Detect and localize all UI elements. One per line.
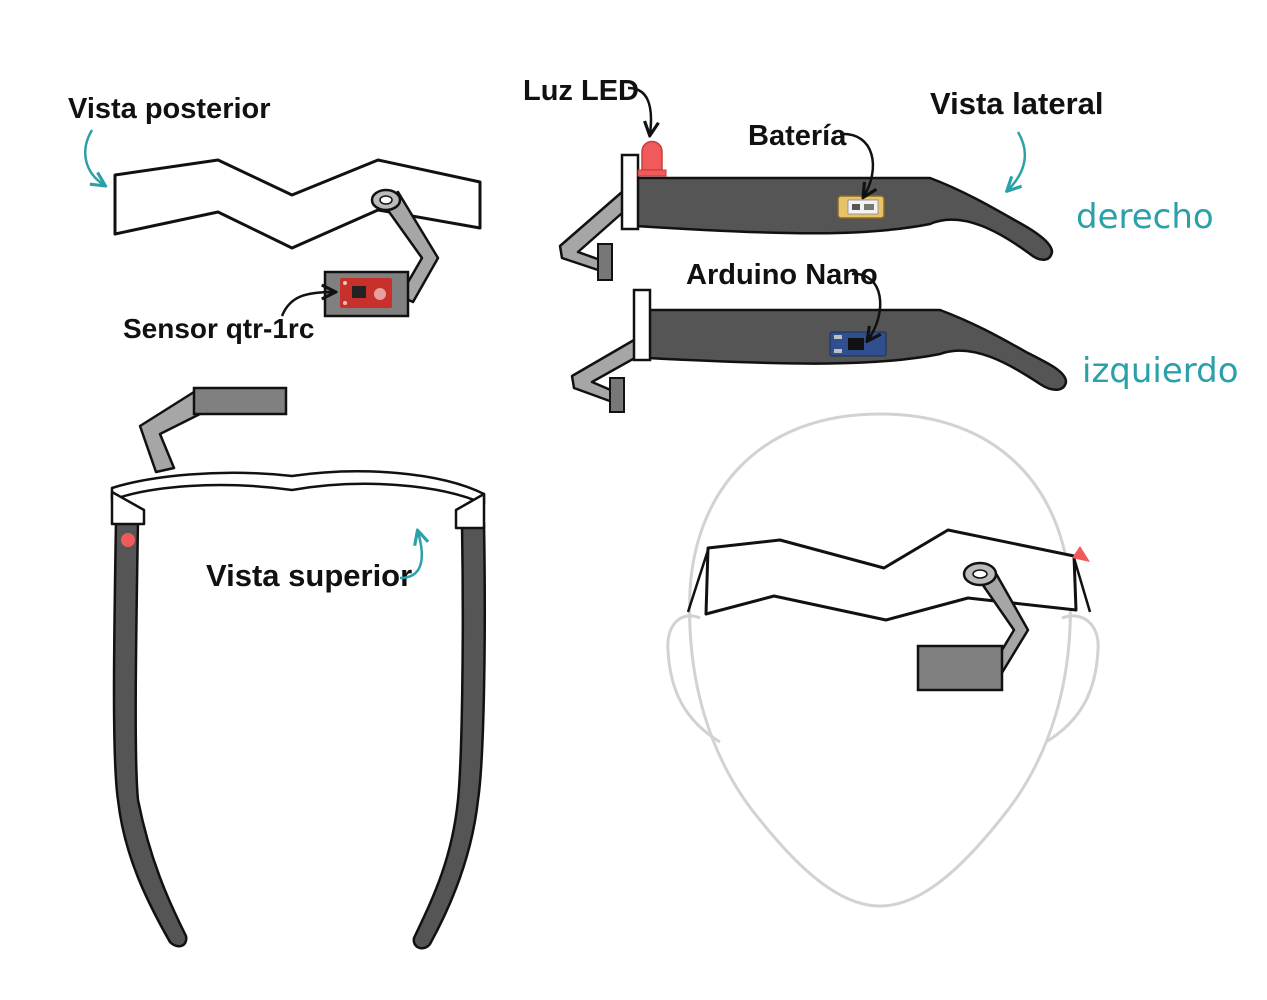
led-icon: [642, 142, 662, 171]
right-hinge: [622, 155, 638, 229]
left-hinge: [634, 290, 650, 360]
side-view-pointer: [1008, 132, 1025, 190]
head-outline: [690, 414, 1071, 906]
arduino-label: Arduino Nano: [686, 259, 878, 291]
top-left-temple: [114, 520, 186, 946]
left-nose-arm: [572, 340, 642, 404]
rear-view-label: Vista posterior: [68, 93, 271, 125]
right-nose-pad: [598, 244, 612, 280]
side-view-left: [572, 290, 1066, 412]
rear-view-pointer: [85, 130, 104, 185]
top-frame: [112, 471, 484, 504]
right-label: derecho: [1076, 197, 1214, 237]
right-temple: [636, 178, 1052, 260]
sensor-label: Sensor qtr-1rc: [123, 313, 314, 344]
top-led-dot: [121, 533, 135, 547]
head-sensor-box: [918, 646, 1002, 690]
battery-label: Batería: [748, 120, 847, 152]
side-view-label: Vista lateral: [930, 86, 1103, 121]
top-sensor-box: [194, 388, 286, 414]
top-view-glasses: [112, 388, 485, 948]
left-nose-pad: [610, 378, 624, 412]
rear-view-glasses: [115, 160, 480, 316]
led-label: Luz LED: [523, 75, 639, 107]
top-right-temple: [414, 524, 485, 948]
right-nose-arm: [560, 192, 630, 272]
top-left-hinge: [112, 492, 144, 524]
head-illustration: [668, 414, 1098, 906]
left-label: izquierdo: [1082, 351, 1239, 391]
top-view-label: Vista superior: [206, 558, 412, 593]
